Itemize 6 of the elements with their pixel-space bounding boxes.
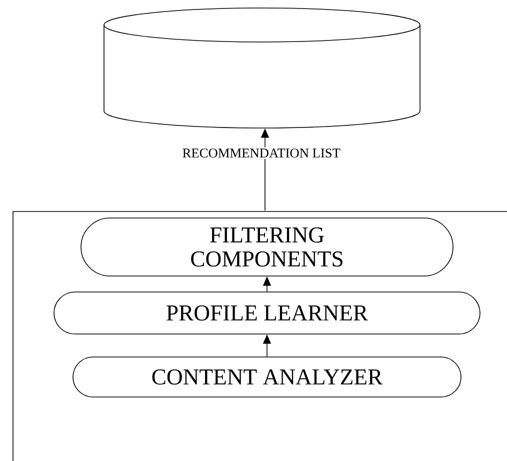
edge-label: RECOMMENDATION LIST [181,147,342,159]
container-box [12,211,507,461]
database-cylinder [104,8,420,128]
process-box: FILTERING COMPONENTS [80,218,454,276]
process-box: PROFILE LEARNER [54,292,480,334]
process-box: CONTENT ANALYZER [72,356,462,398]
